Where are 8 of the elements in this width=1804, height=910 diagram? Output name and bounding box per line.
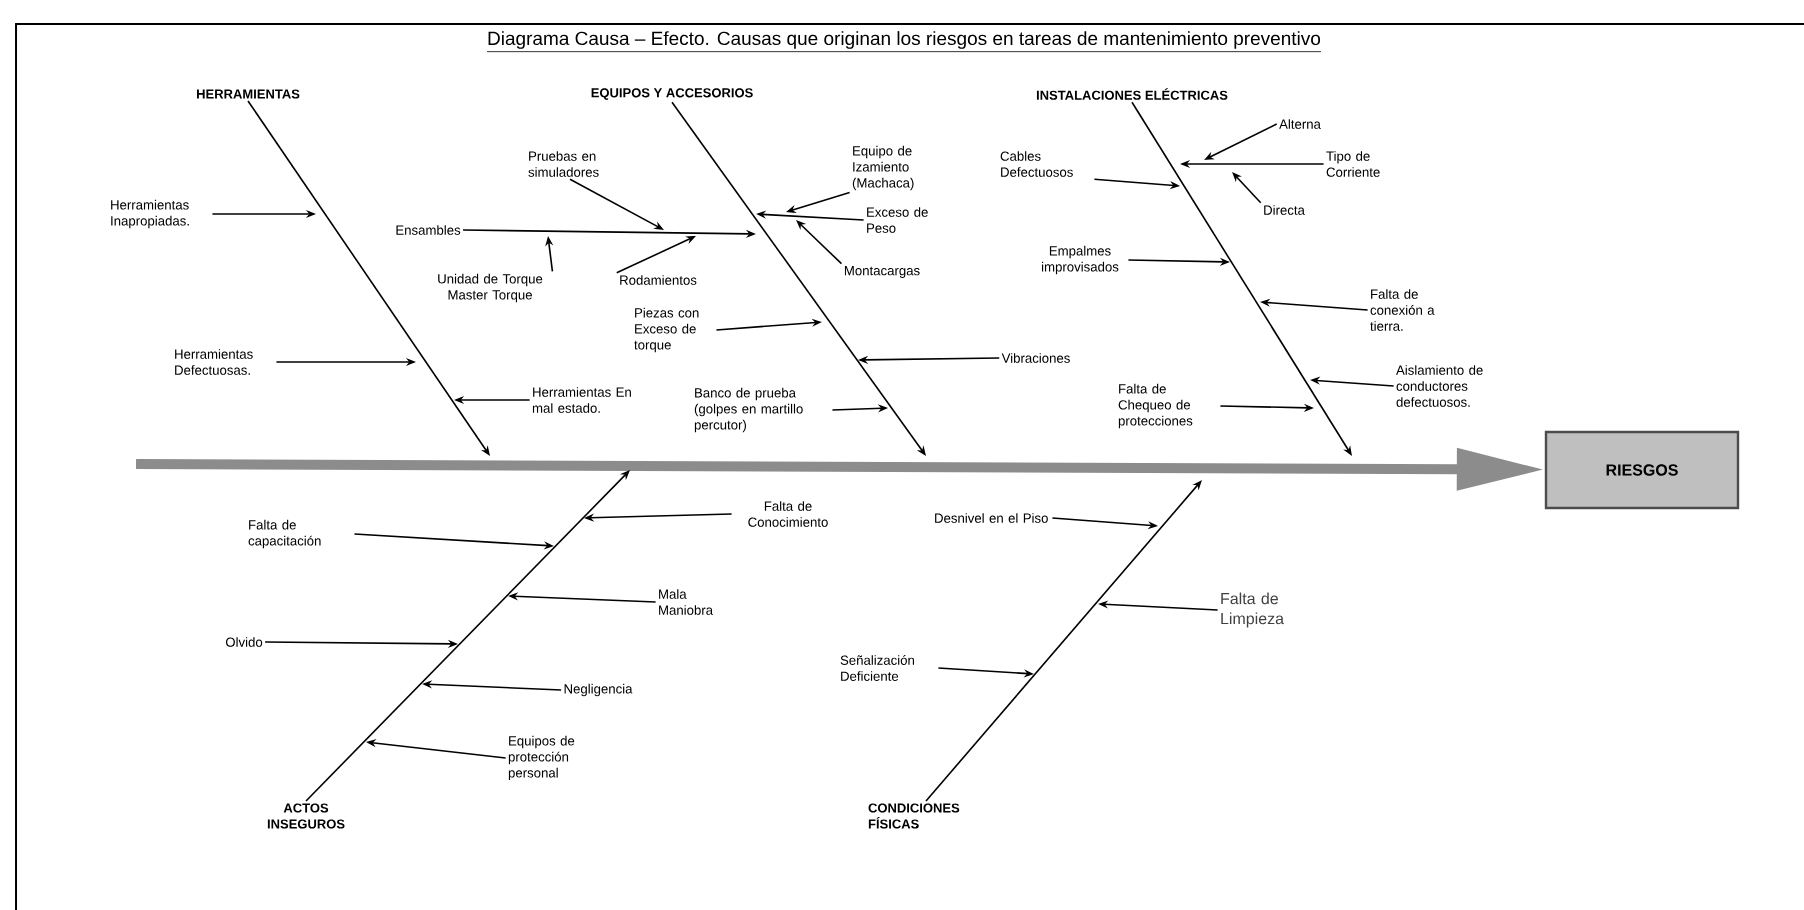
cause-label: Falta de Limpieza (1221, 592, 1285, 628)
arrow (1232, 172, 1262, 204)
title: Diagrama Causa – Efecto. Causas que originan los riesgos en tareas de mantenimiento preventivo (486, 31, 1322, 53)
bone-arrow (671, 101, 926, 456)
arrow (796, 220, 843, 265)
bone-arrow (925, 480, 1202, 802)
bone-arrow (305, 470, 630, 802)
effect-box: RIESGOS (1544, 430, 1740, 510)
